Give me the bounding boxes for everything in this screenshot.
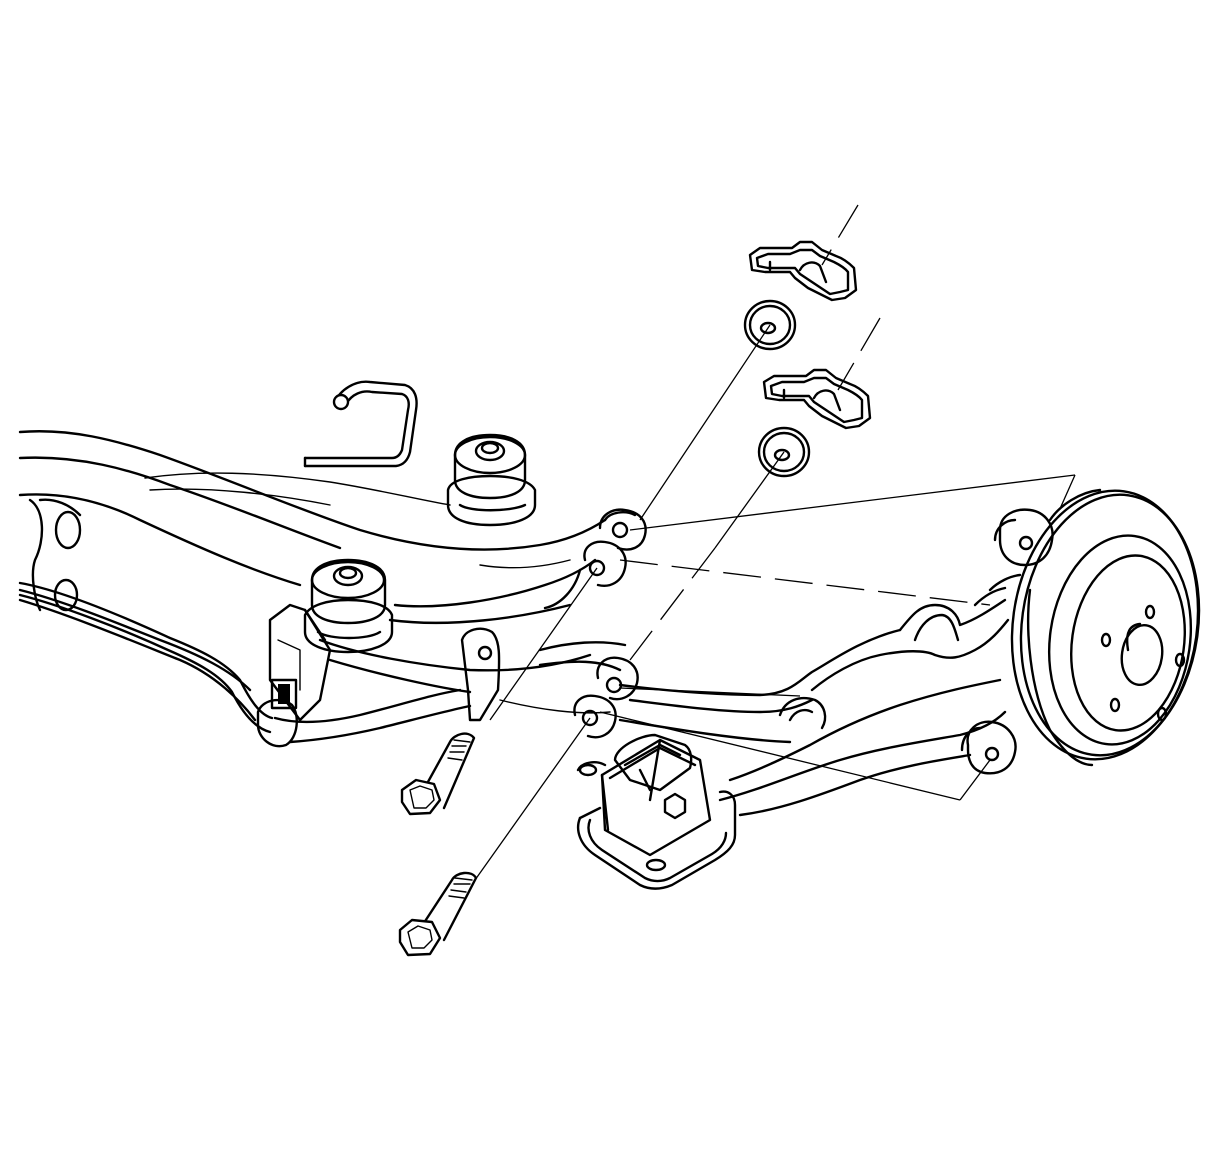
alignment-lines <box>474 204 1076 881</box>
stabilizer-bar <box>18 380 472 748</box>
trailing-arm <box>618 508 1054 817</box>
upper-bushing-left <box>446 433 537 527</box>
pivot-eyes <box>543 508 647 739</box>
bolt-upper <box>400 732 476 816</box>
bolt-lower <box>398 871 478 957</box>
brake-drum <box>1010 488 1201 767</box>
upper-bushing-right <box>303 558 394 654</box>
rear-crossmember <box>18 430 627 722</box>
mount-bracket <box>576 733 737 890</box>
retainer-clip-lower <box>762 368 872 430</box>
retainer-clip-upper <box>748 240 858 302</box>
washer-lower <box>757 426 811 478</box>
washer-upper <box>743 299 797 351</box>
